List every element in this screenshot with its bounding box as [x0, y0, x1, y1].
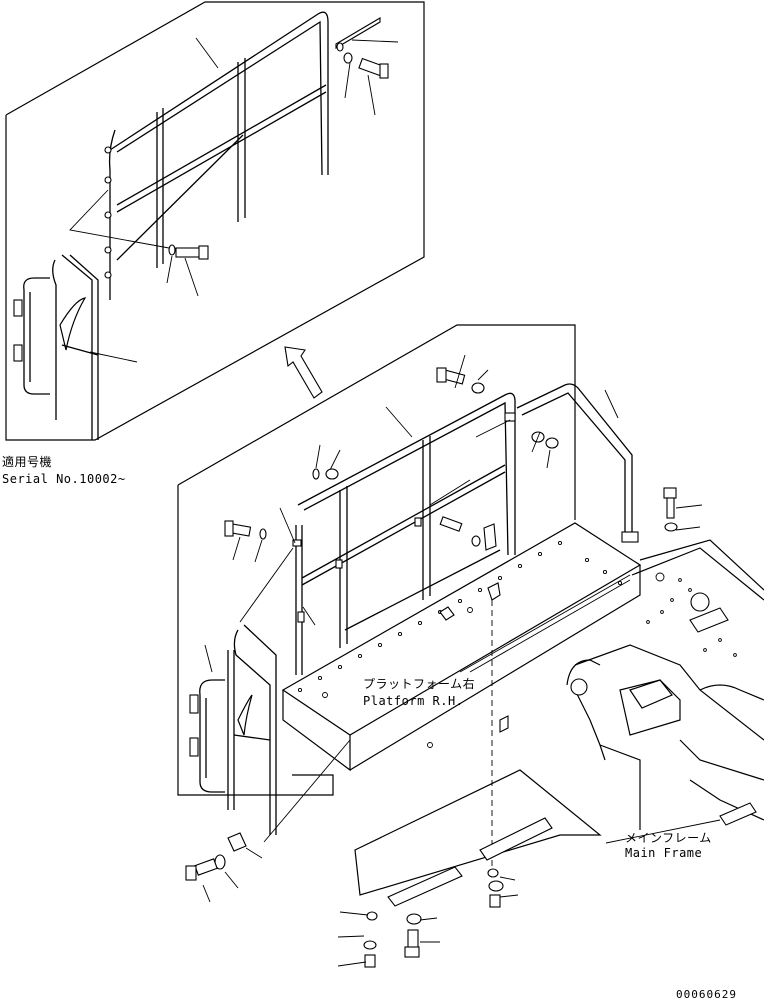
serial-note-en: Serial No.10002~ [2, 472, 126, 486]
inset-frame [5, 1, 425, 441]
drawing-number: 00060629 [676, 988, 737, 1001]
platform-plate [281, 522, 642, 870]
lower-cover-plates [337, 769, 602, 968]
main-frame-part [566, 539, 764, 844]
handrail-assembly [189, 383, 639, 835]
main-frame-label-en: Main Frame [625, 846, 703, 860]
main-frame-outline [177, 324, 576, 796]
platform-label-leader [469, 579, 631, 673]
serial-note-jp: 適用号機 [2, 455, 53, 469]
inset-handrail [13, 11, 399, 440]
main-frame-label-jp: メインフレーム [625, 831, 712, 845]
platform-label-en: Platform R.H. [363, 694, 464, 708]
hardware-callouts [185, 354, 703, 903]
arrow-up-left-icon [284, 346, 323, 399]
platform-label-jp: プラットフォーム右 [363, 677, 476, 691]
